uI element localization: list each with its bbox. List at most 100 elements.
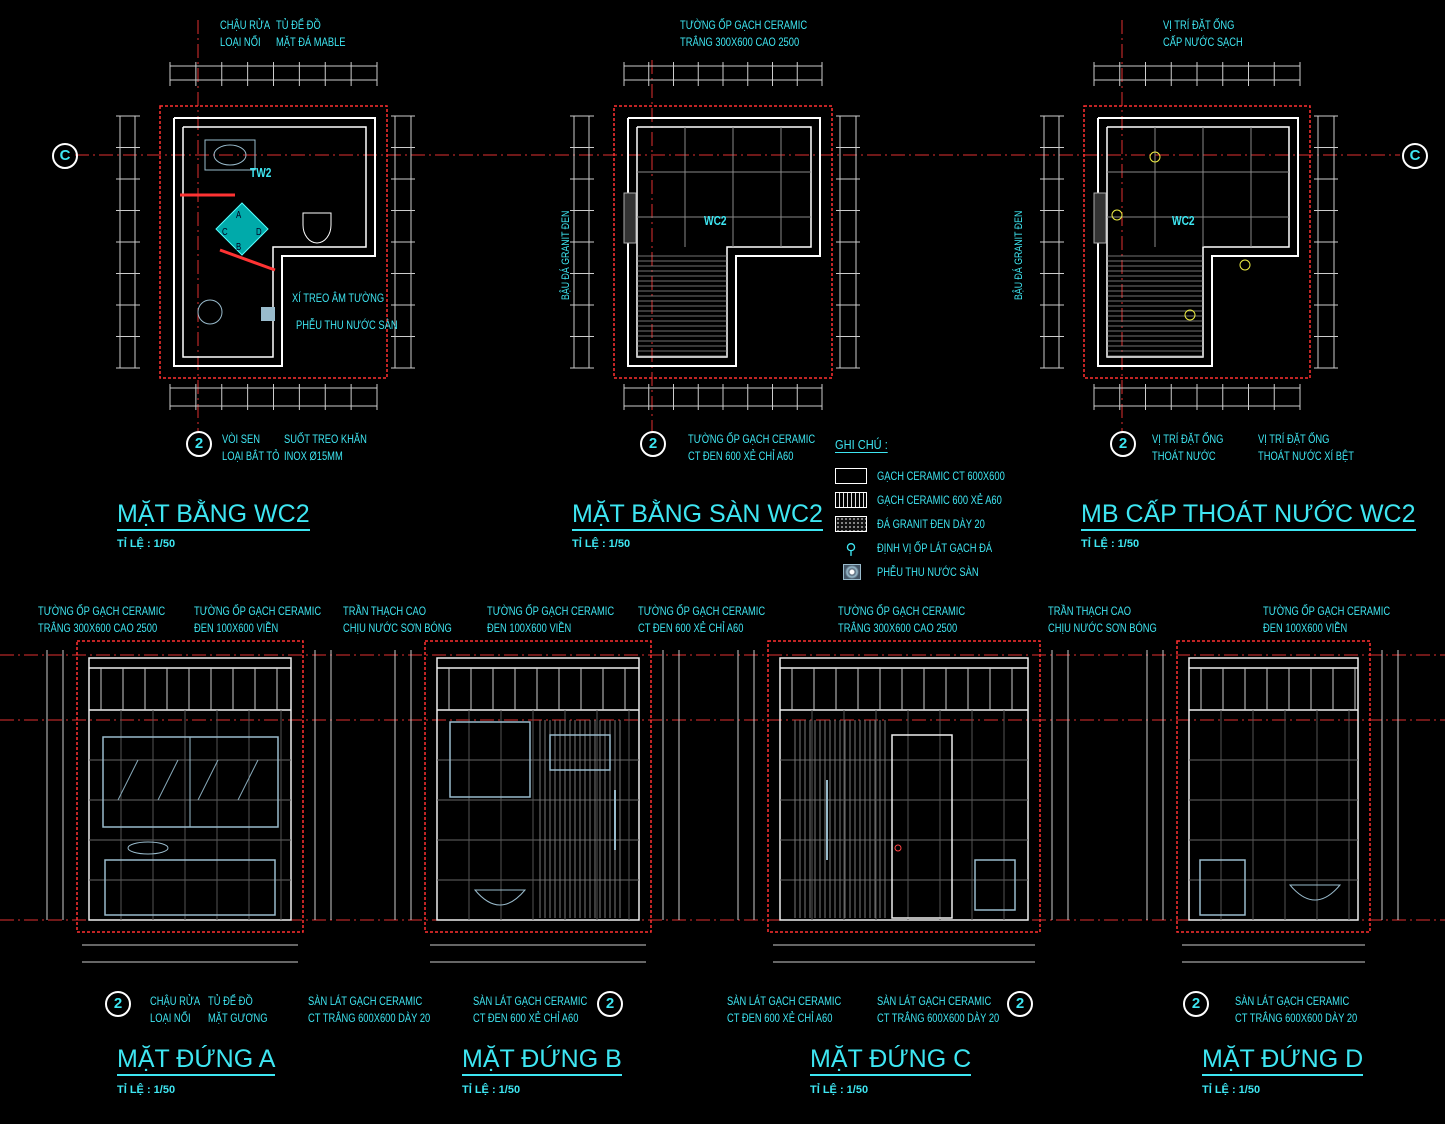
drawing-scale: TỈ LỆ : 1/50	[117, 538, 176, 550]
wall-outline	[627, 117, 821, 367]
axis-bubble-2: 2	[105, 991, 131, 1017]
axis-bubble-2: 2	[640, 431, 666, 457]
glass-partition	[219, 248, 276, 272]
sink-icon	[127, 841, 169, 855]
drawing-title: MẶT ĐỨNG C	[810, 1045, 972, 1076]
granite-swatch-icon	[835, 516, 867, 532]
elevation-boundary	[1176, 640, 1371, 933]
elevation-boundary	[767, 640, 1041, 933]
plan-boundary	[1083, 105, 1311, 379]
elevation-boundary	[424, 640, 652, 933]
wall-inner	[636, 126, 812, 358]
axis-bubble-2: 2	[1183, 991, 1209, 1017]
room-tag: WC2	[1172, 213, 1195, 228]
elevation-boundary	[76, 640, 304, 933]
door-mark-a: A	[236, 210, 242, 221]
tile-origin-icon: ⚲	[845, 541, 857, 558]
elevation-wall	[436, 657, 640, 921]
drawing-scale: TỈ LỆ : 1/50	[117, 1084, 176, 1096]
wall-inner	[1106, 126, 1290, 358]
mirror-reflection	[237, 759, 259, 801]
mirror-reflection	[117, 759, 139, 801]
mirror-reflection	[197, 759, 219, 801]
axis-bubble-2: 2	[1110, 431, 1136, 457]
pipe-point-icon	[1149, 151, 1161, 163]
note-drain: PHỄU THU NƯỚC SÀN	[296, 318, 398, 332]
elevation-wall	[88, 657, 292, 921]
elevation-wall	[779, 657, 1029, 921]
striped-tile-swatch-icon	[835, 492, 867, 508]
axis-bubble-c: C	[52, 143, 78, 169]
floor-drain-icon	[261, 307, 275, 321]
drawing-title: MẶT ĐỨNG D	[1202, 1045, 1364, 1076]
room-tag: WC2	[704, 213, 727, 228]
note-sill: BẬU ĐÁ GRANIT ĐEN	[1013, 210, 1025, 300]
door-mark-c: C	[222, 227, 228, 238]
granite-sill	[1093, 192, 1107, 244]
vanity-cabinet	[974, 859, 1016, 911]
toilet-icon	[473, 889, 527, 906]
toilet-icon	[302, 212, 332, 244]
drawing-scale: TỈ LỆ : 1/50	[572, 538, 631, 550]
drawing-title: MẶT BẰNG SÀN WC2	[572, 500, 823, 531]
room-tag: TW2	[250, 165, 272, 180]
drawing-scale: TỈ LỆ : 1/50	[1202, 1084, 1261, 1096]
note-sill: BẬU ĐÁ GRANIT ĐEN	[560, 210, 572, 300]
door-handle	[894, 844, 902, 852]
plain-tile-swatch-icon	[835, 468, 867, 484]
drawing-scale: TỈ LỆ : 1/50	[1081, 538, 1140, 550]
granite-sill	[623, 192, 637, 244]
cabinet	[449, 721, 531, 798]
door	[891, 734, 953, 919]
drawing-scale: TỈ LỆ : 1/50	[810, 1084, 869, 1096]
tile-origin-icon	[215, 202, 269, 256]
shower-icon	[197, 299, 223, 325]
pipe-point-icon	[1239, 259, 1251, 271]
plan-boundary	[159, 105, 388, 379]
wall-outline	[173, 117, 376, 367]
floor-drain-icon	[843, 564, 861, 580]
drawing-title: MB CẤP THOÁT NƯỚC WC2	[1081, 500, 1416, 531]
drawing-title: MẶT ĐỨNG A	[117, 1045, 276, 1076]
vanity-cabinet	[104, 859, 276, 916]
drawing-scale: TỈ LỆ : 1/50	[462, 1084, 521, 1096]
pipe-point-icon	[1111, 209, 1123, 221]
vanity-cabinet	[1199, 859, 1246, 916]
drawing-title: MẶT ĐỨNG B	[462, 1045, 622, 1076]
note-toilet: XÍ TREO ÂM TƯỜNG	[292, 291, 385, 305]
pipe-point-icon	[1184, 309, 1196, 321]
toilet-icon	[1288, 884, 1342, 901]
elevation-wall	[1188, 657, 1359, 921]
legend-title: GHI CHÚ :	[835, 437, 888, 453]
axis-bubble-2: 2	[186, 431, 212, 457]
sink-basin-icon	[213, 144, 247, 166]
door-mark-b: B	[236, 242, 242, 253]
drawing-title: MẶT BẰNG WC2	[117, 500, 310, 531]
mirror-reflection	[157, 759, 179, 801]
wall-inner	[182, 126, 367, 358]
window	[549, 734, 611, 771]
